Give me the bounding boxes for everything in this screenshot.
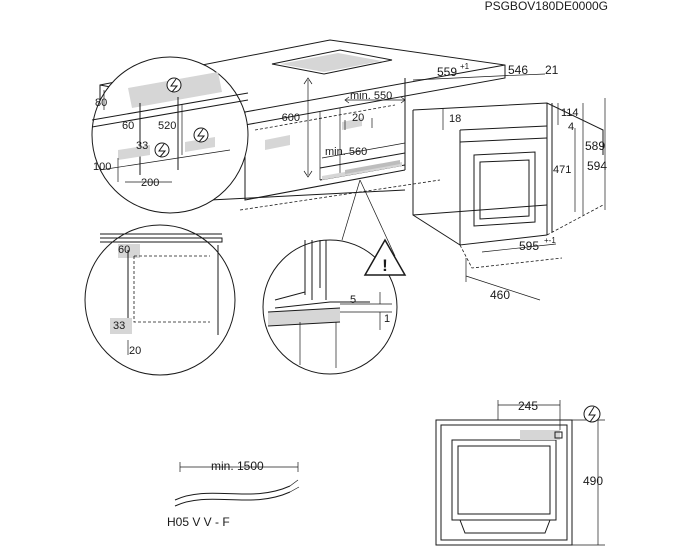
gap-detail-leader: [359, 179, 396, 257]
oven-width-595: 595: [519, 239, 539, 253]
detail-gap-circle: 5 1: [262, 239, 398, 375]
gap-dim-5: 5: [350, 294, 356, 306]
svg-text:!: !: [382, 256, 388, 275]
oven-height-594: 594: [587, 159, 607, 173]
warning-triangle-icon: !: [363, 238, 407, 276]
hob-cutout: [271, 49, 393, 75]
electric-connection-icon: [166, 77, 182, 93]
oven-height-18: 18: [449, 113, 461, 125]
cable-type: H05 V V - F: [167, 515, 230, 529]
oven-width-546: 546: [508, 63, 528, 77]
oven-depth-559-tol: +1: [460, 62, 470, 71]
detail-top-dim-520: 520: [158, 120, 176, 132]
oven-front-dimensions: 559 +1 546 21 18 114 4 471 589 594 595 +…: [412, 62, 607, 302]
gap-dim-1: 1: [384, 313, 390, 325]
cabinet-min-560: min. 560: [325, 146, 367, 158]
oven-front-view: [412, 102, 604, 269]
electric-connection-icon: [583, 405, 601, 423]
oven-height-589: 589: [585, 139, 605, 153]
power-cable: min. 1500 H05 V V - F: [167, 459, 300, 529]
electric-connection-icon: [193, 127, 209, 143]
electric-connection-icon: [154, 142, 170, 158]
oven-rear-view: 245 490: [435, 399, 605, 546]
oven-depth-460: 460: [490, 288, 510, 302]
oven-height-4: 4: [568, 121, 574, 133]
detail-top-dim-80: 80: [95, 97, 107, 109]
detail-top-dim-100: 100: [93, 161, 111, 173]
cabinet-height-600: 600: [282, 112, 300, 124]
cabinet-depth-20: 20: [352, 112, 364, 124]
cable-min-1500: min. 1500: [211, 459, 264, 473]
gap-detail-leader: [341, 179, 361, 241]
detail-top-dim-200: 200: [141, 177, 159, 189]
kitchen-cabinet: [99, 39, 506, 211]
oven-width-21: 21: [545, 63, 559, 77]
oven-depth-559: 559: [437, 65, 457, 79]
cabinet-min-550: min. 550: [350, 90, 392, 102]
cabinet-dimensions: 600 min. 550 20 min. 560: [282, 77, 406, 178]
rear-dim-490: 490: [583, 474, 603, 488]
detail-top-dim-33: 33: [136, 140, 148, 152]
oven-width-595-tol: +-1: [544, 236, 556, 245]
oven-height-471: 471: [553, 164, 571, 176]
model-code: PSGBOV180DE0000G: [485, 0, 608, 13]
detail-top-dim-60: 60: [122, 120, 134, 132]
side-dim-60: 60: [118, 244, 130, 256]
oven-height-114: 114: [561, 107, 579, 119]
rear-dim-245: 245: [518, 399, 538, 413]
side-dim-20: 20: [129, 345, 141, 357]
side-dim-33: 33: [113, 320, 125, 332]
detail-side-circle: 60 33 20: [84, 224, 236, 376]
